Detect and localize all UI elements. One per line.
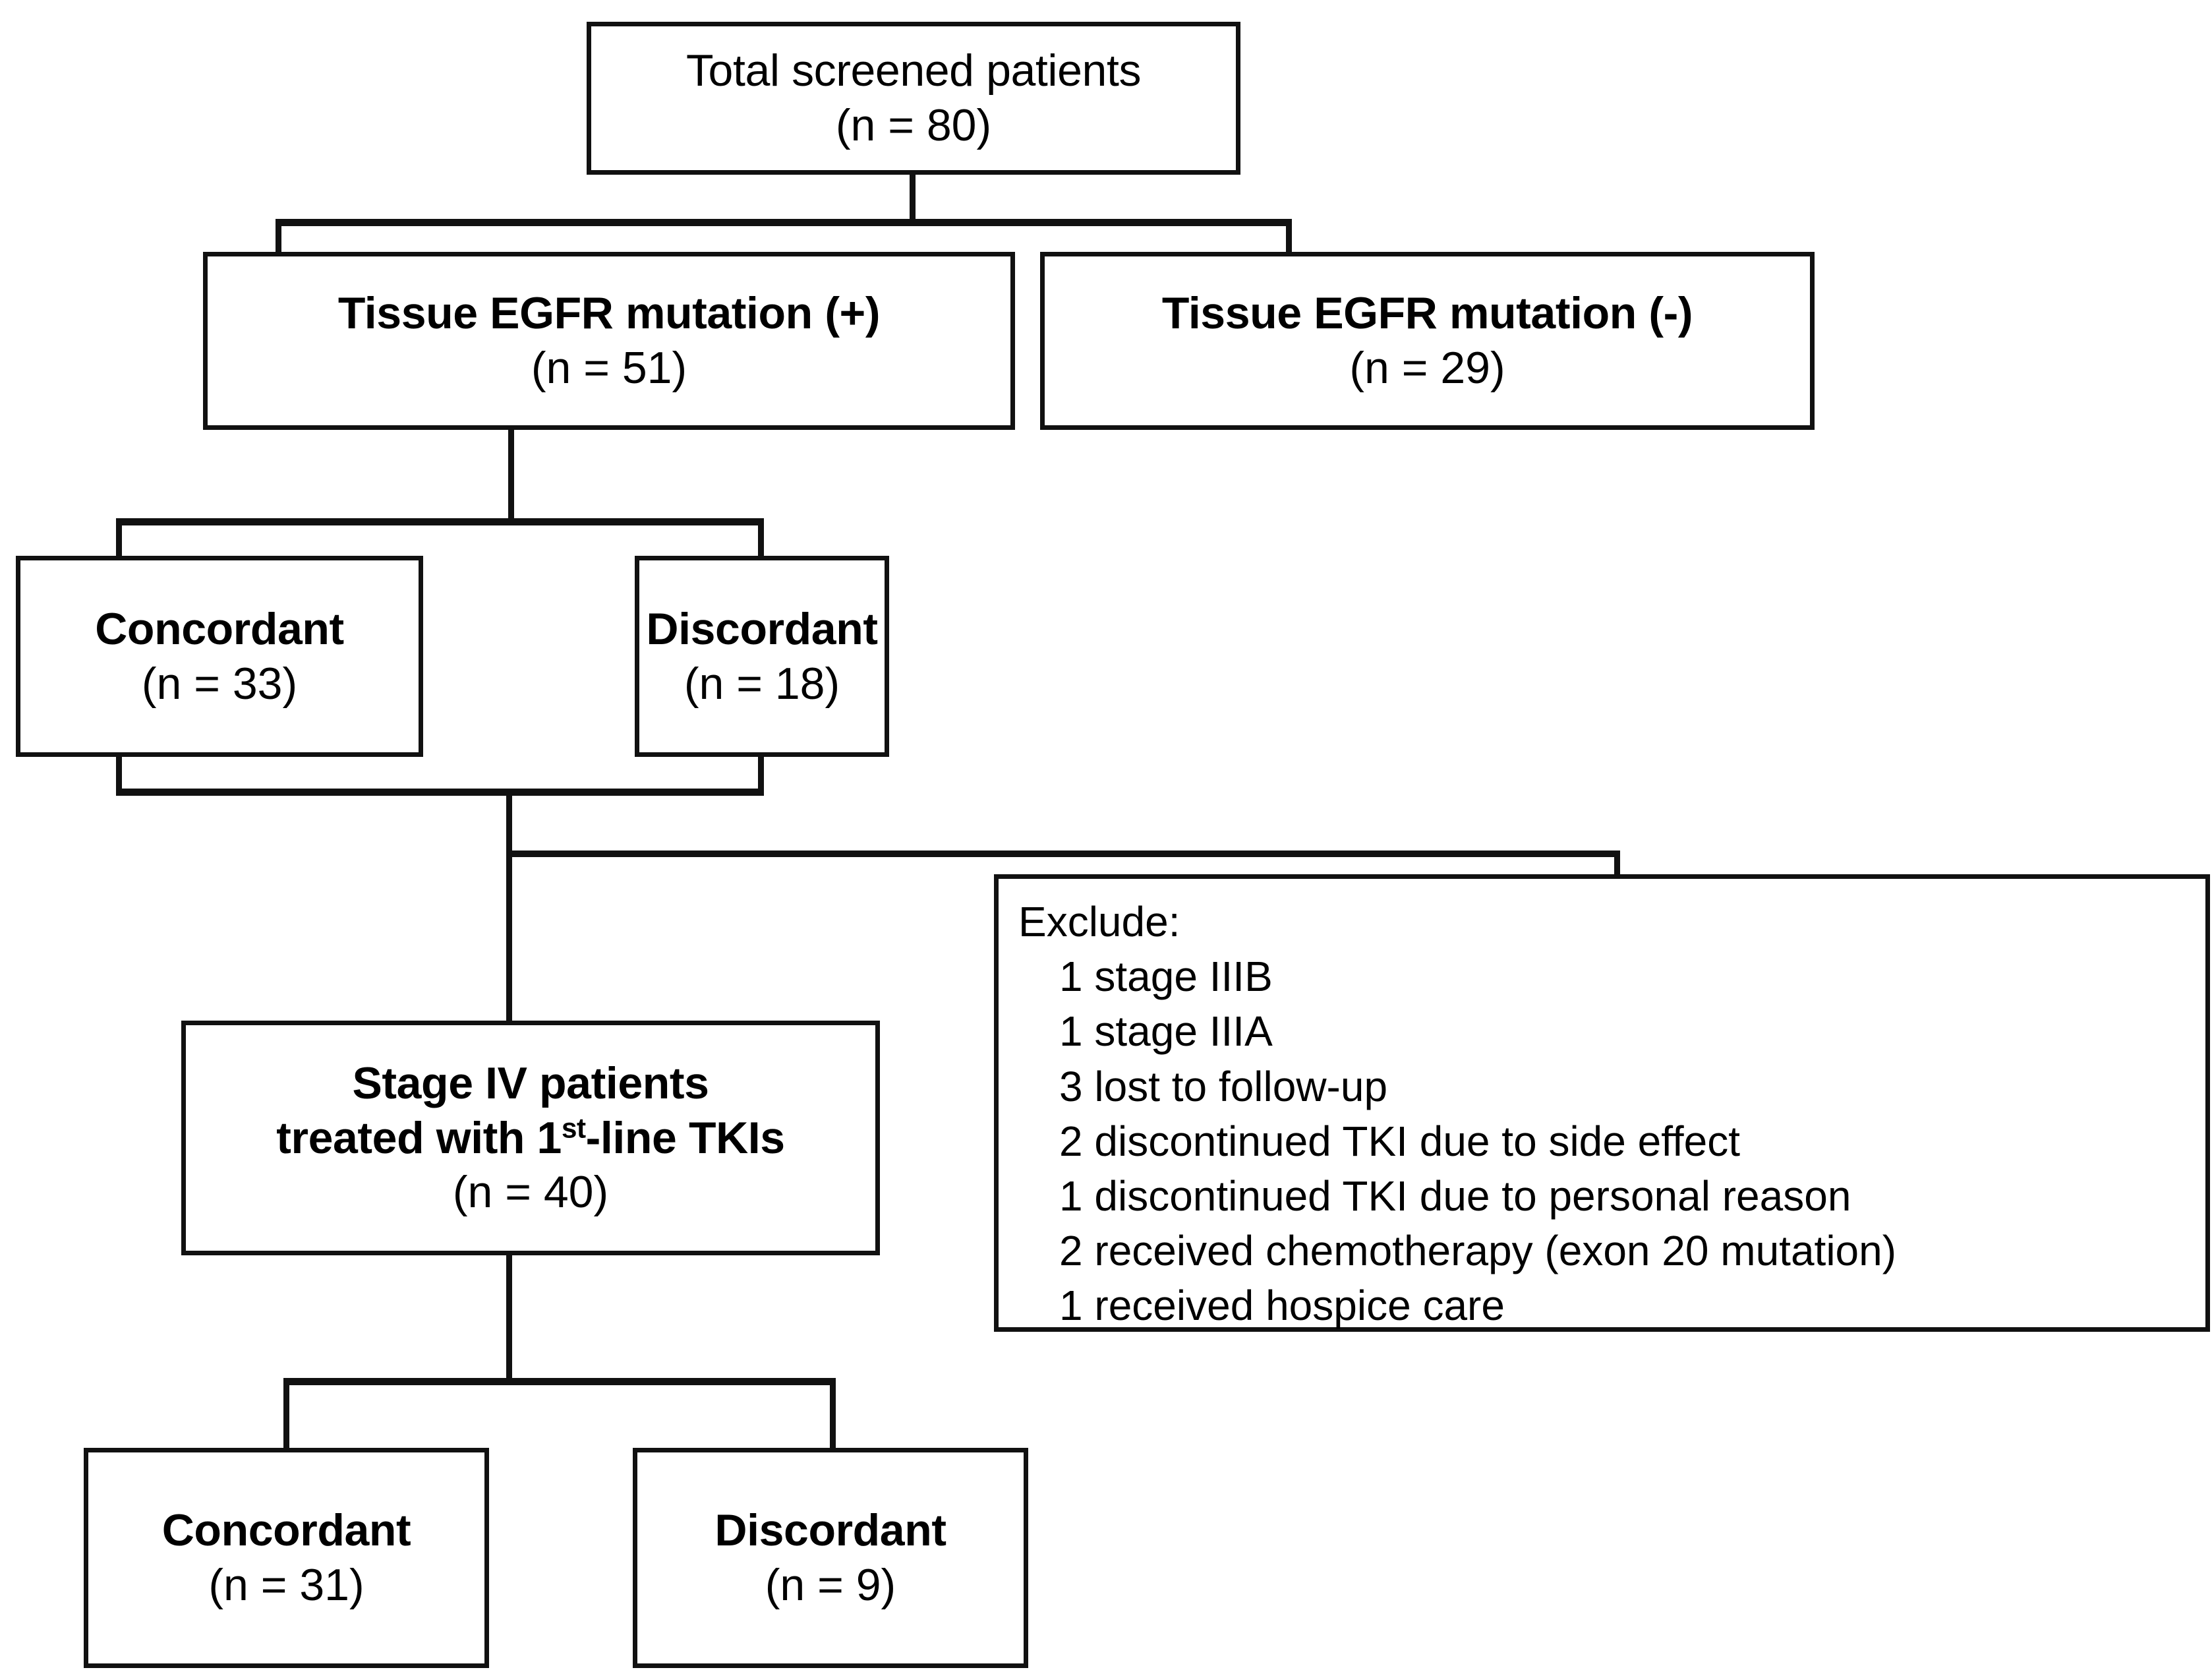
node-stage-iv-line1: Stage IV patients [352,1058,709,1108]
node-concordant-bottom[interactable]: Concordant (n = 31) [84,1448,489,1668]
node-concordant-bottom-label: Concordant [161,1505,411,1556]
connector-to-discordant-bottom [830,1378,836,1452]
node-stage-iv-line2-pre: treated with 1 [276,1112,562,1163]
node-stage-iv-line2-superscript: st [561,1112,586,1143]
node-total-screened[interactable]: Total screened patients (n = 80) [587,22,1240,175]
connector-row2-split-bar [116,518,764,525]
node-concordant-bottom-count: (n = 31) [208,1560,364,1610]
connector-row3-merge-bar [116,789,764,796]
node-discordant-bottom-label: Discordant [714,1505,946,1556]
connector-to-concordant-bottom [283,1378,289,1452]
node-tissue-egfr-negative[interactable]: Tissue EGFR mutation (-) (n = 29) [1040,252,1815,430]
node-total-screened-label: Total screened patients [685,45,1142,96]
node-tissue-egfr-positive[interactable]: Tissue EGFR mutation (+) (n = 51) [203,252,1015,430]
exclusion-list-item: 3 lost to follow-up [1059,1062,1388,1110]
node-discordant-bottom-count: (n = 9) [765,1560,896,1610]
node-concordant-top-label: Concordant [95,603,344,654]
connector-to-tissue-positive [276,219,281,256]
connector-to-concordant-top [116,518,122,560]
exclusion-list-item: 2 received chemotherapy (exon 20 mutatio… [1059,1227,1897,1275]
node-tissue-egfr-negative-count: (n = 29) [1349,343,1505,393]
connector-row5-split-bar [283,1378,836,1385]
exclusion-list-item: 1 received hospice care [1059,1282,1505,1330]
node-exclusion-list[interactable]: Exclude: 1 stage IIIB 1 stage IIIA 3 los… [994,874,2210,1332]
node-tissue-egfr-positive-count: (n = 51) [531,343,687,393]
node-total-screened-count: (n = 80) [835,100,992,150]
connector-tissue-positive-stem [508,429,514,522]
node-discordant-top-label: Discordant [646,603,878,654]
connector-to-tissue-negative [1286,219,1292,256]
exclusion-list-item: 1 stage IIIA [1059,1007,1273,1056]
connector-total-stem [910,174,916,223]
node-stage-iv-line2-post: -line TKIs [585,1112,785,1163]
exclusion-list-item: 1 discontinued TKI due to personal reaso… [1059,1172,1851,1220]
connector-row1-split-bar [276,219,1292,226]
exclusion-list-item: 2 discontinued TKI due to side effect [1059,1117,1740,1165]
node-concordant-top-count: (n = 33) [141,658,298,709]
connector-stage-iv-stem [506,1253,512,1382]
node-discordant-top-count: (n = 18) [684,658,840,709]
node-stage-iv-tki[interactable]: Stage IV patients treated with 1st-line … [181,1021,880,1255]
node-tissue-egfr-negative-label: Tissue EGFR mutation (-) [1161,288,1693,339]
exclusion-list-heading: Exclude: [1018,898,1180,945]
node-stage-iv-count: (n = 40) [452,1167,609,1218]
connector-main-trunk [506,789,512,1026]
connector-discordant-top-stub [758,753,764,794]
node-tissue-egfr-positive-label: Tissue EGFR mutation (+) [337,288,881,339]
exclusion-list-item: 1 stage IIIB [1059,953,1273,1001]
connector-to-discordant-top [758,518,764,560]
connector-exclude-horizontal [506,851,1620,857]
node-stage-iv-line2: treated with 1st-line TKIs [276,1111,785,1166]
node-discordant-top[interactable]: Discordant (n = 18) [635,556,889,757]
connector-concordant-top-stub [116,753,122,794]
connector-exclude-drop [1614,851,1620,878]
node-discordant-bottom[interactable]: Discordant (n = 9) [633,1448,1028,1668]
node-concordant-top[interactable]: Concordant (n = 33) [16,556,423,757]
